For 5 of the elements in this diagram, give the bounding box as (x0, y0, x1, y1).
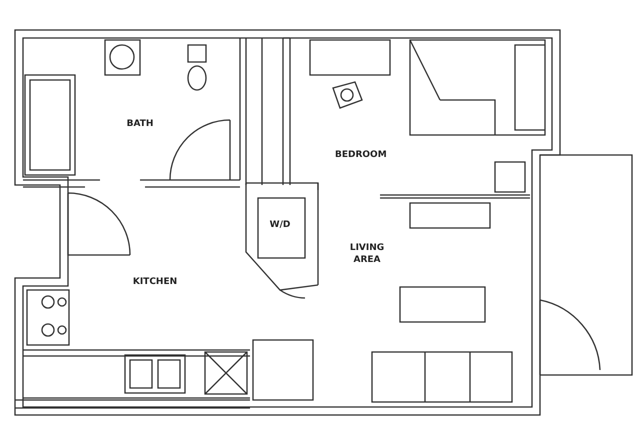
room-label: W/D (268, 219, 292, 231)
room-label: BEDROOM (335, 149, 385, 161)
room-label: LIVING AREA (348, 242, 386, 266)
room-label: BATH (126, 118, 154, 130)
room-label: KITCHEN (132, 276, 178, 288)
